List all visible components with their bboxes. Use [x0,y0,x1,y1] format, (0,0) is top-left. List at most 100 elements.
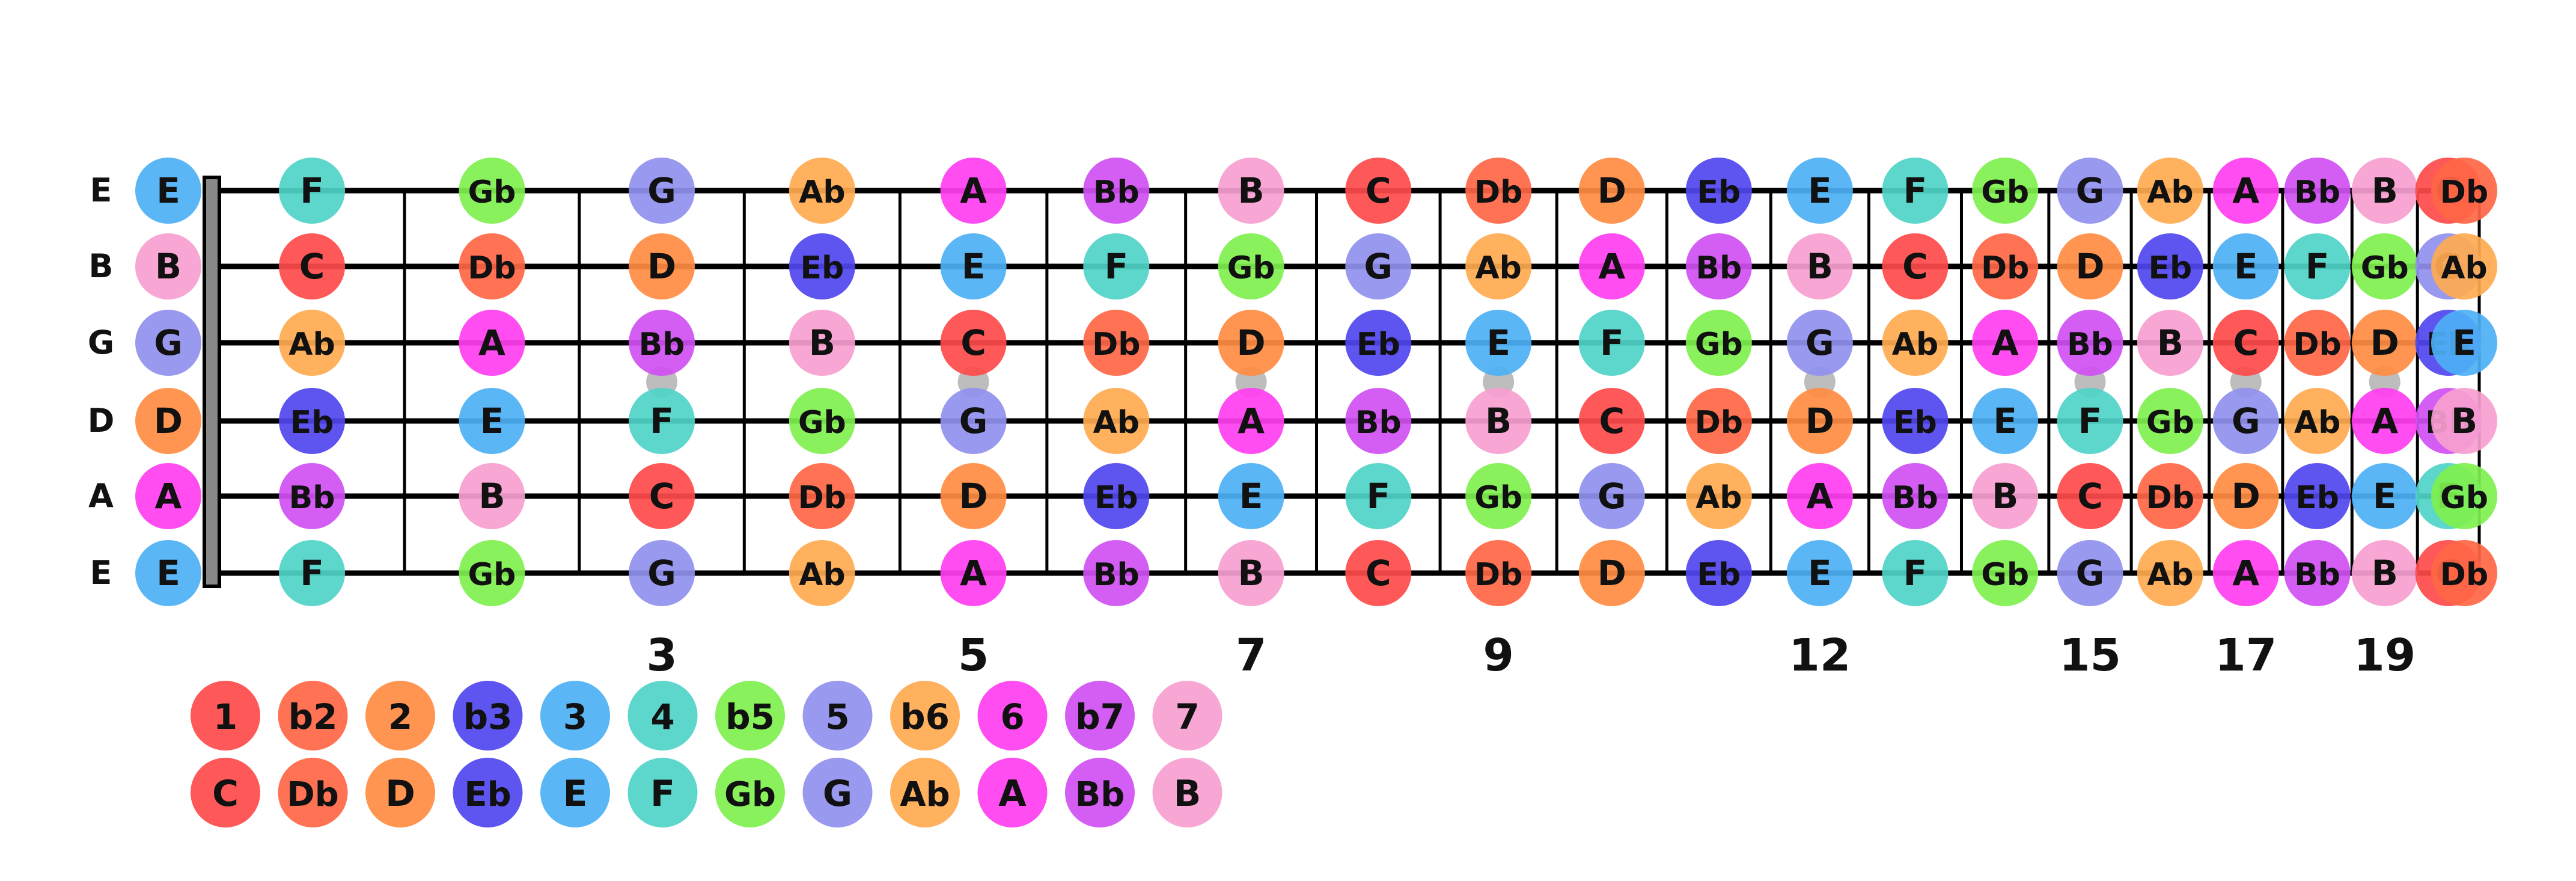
note-label: D [647,246,676,287]
note-label: F [300,170,324,211]
legend-interval-circle [365,681,435,751]
note-label: Bb [1093,174,1140,210]
note-label: Db [1695,405,1743,441]
note-marker: Db [1465,158,1532,224]
note-circle [1786,158,1853,224]
note-label: Eb [1357,327,1400,363]
note-marker: Bb [2284,158,2351,224]
legend-note-circle [191,758,260,827]
note-circle [2212,463,2279,529]
note-circle [2351,158,2418,224]
note-circle [1218,463,1284,529]
note-circle [2351,233,2418,299]
note-label: B [1807,246,1833,287]
note-marker: Bb [279,463,346,529]
note-marker: A [1218,388,1284,454]
note-circle [1685,540,1752,606]
legend-note-circle [802,758,873,827]
note-circle [1345,310,1412,376]
note-circle [279,158,346,224]
note-marker: C [2212,310,2279,376]
note-marker: E [940,233,1007,299]
note-marker: D [1218,310,1284,376]
legend-note: Db [278,758,348,827]
note-label: E [962,246,986,287]
note-circle [1578,540,1645,606]
note-label: D [1236,322,1265,363]
legend-interval-circle [1065,681,1135,751]
note-marker: F [629,388,695,454]
note-marker: E [2431,310,2497,376]
note-circle [135,540,201,606]
note-circle [459,233,525,299]
legend-interval-label: 1 [213,696,237,737]
note-marker: A [1972,310,2039,376]
note-label: Eb [2148,250,2192,286]
note-marker: A [2212,540,2279,606]
note-label: Bb [1892,480,1938,516]
note-label: Ab [799,174,845,210]
note-label: D [154,401,183,441]
legend-note-label: C [212,773,239,815]
note-circle [279,463,346,529]
note-label: B [2372,170,2398,211]
legend-note-label: A [998,773,1027,815]
note-label: D [2232,476,2260,517]
legend-interval-circle [1152,681,1222,751]
note-marker: Db [459,233,525,299]
note-marker: Bb [2284,540,2351,606]
note-marker: D [2351,310,2418,376]
note-circle [1345,233,1412,299]
note-circle [789,158,855,224]
note-circle [2284,158,2351,224]
legend-note-circle [453,758,523,827]
note-label: Eb [1697,557,1741,593]
note-marker: Ab [789,158,855,224]
note-circle [629,158,695,224]
note-marker: Gb [2137,388,2203,454]
note-label: Gb [1474,480,1522,516]
legend-interval: b6 [890,681,960,751]
legend-interval: b5 [715,681,785,751]
note-marker: Eb [1685,158,1752,224]
note-label: Db [468,250,516,286]
legend-note: C [191,758,260,827]
note-circle [1685,233,1752,299]
note-circle [1578,310,1645,376]
note-circle [1465,158,1532,224]
note-circle [1882,233,1949,299]
legend-interval-label: b6 [900,696,950,737]
note-marker: C [940,310,1007,376]
legend-note-circle [540,758,610,827]
note-circle [2057,310,2123,376]
note-label: Db [1474,557,1522,593]
note-label: Gb [1227,250,1275,286]
legend-interval-circle [627,681,698,751]
note-circle [1083,463,1150,529]
note-marker: Bb [629,310,695,376]
legend-interval-circle [715,681,785,751]
note-marker: Bb [1345,388,1412,454]
note-label: G [2232,401,2260,441]
note-label: A [2232,170,2259,211]
note-circle [1578,388,1645,454]
legend-interval-label: b3 [463,696,513,737]
note-marker: Bb [1685,233,1752,299]
note-circle [1685,158,1752,224]
note-label: E [1486,322,1510,363]
note-circle [940,388,1007,454]
legend-interval: b2 [278,681,348,751]
note-label: G [1598,476,1626,517]
fret-number: 9 [1483,630,1514,681]
note-marker: D [1578,158,1645,224]
note-circle [135,463,201,529]
note-circle [1972,463,2039,529]
note-marker: G [940,388,1007,454]
note-marker: Gb [1465,463,1532,529]
note-marker: Ab [1882,310,1949,376]
note-circle [2431,388,2497,454]
note-marker: D [2212,463,2279,529]
note-circle [1578,158,1645,224]
note-circle [1972,388,2039,454]
note-marker: F [1882,540,1949,606]
